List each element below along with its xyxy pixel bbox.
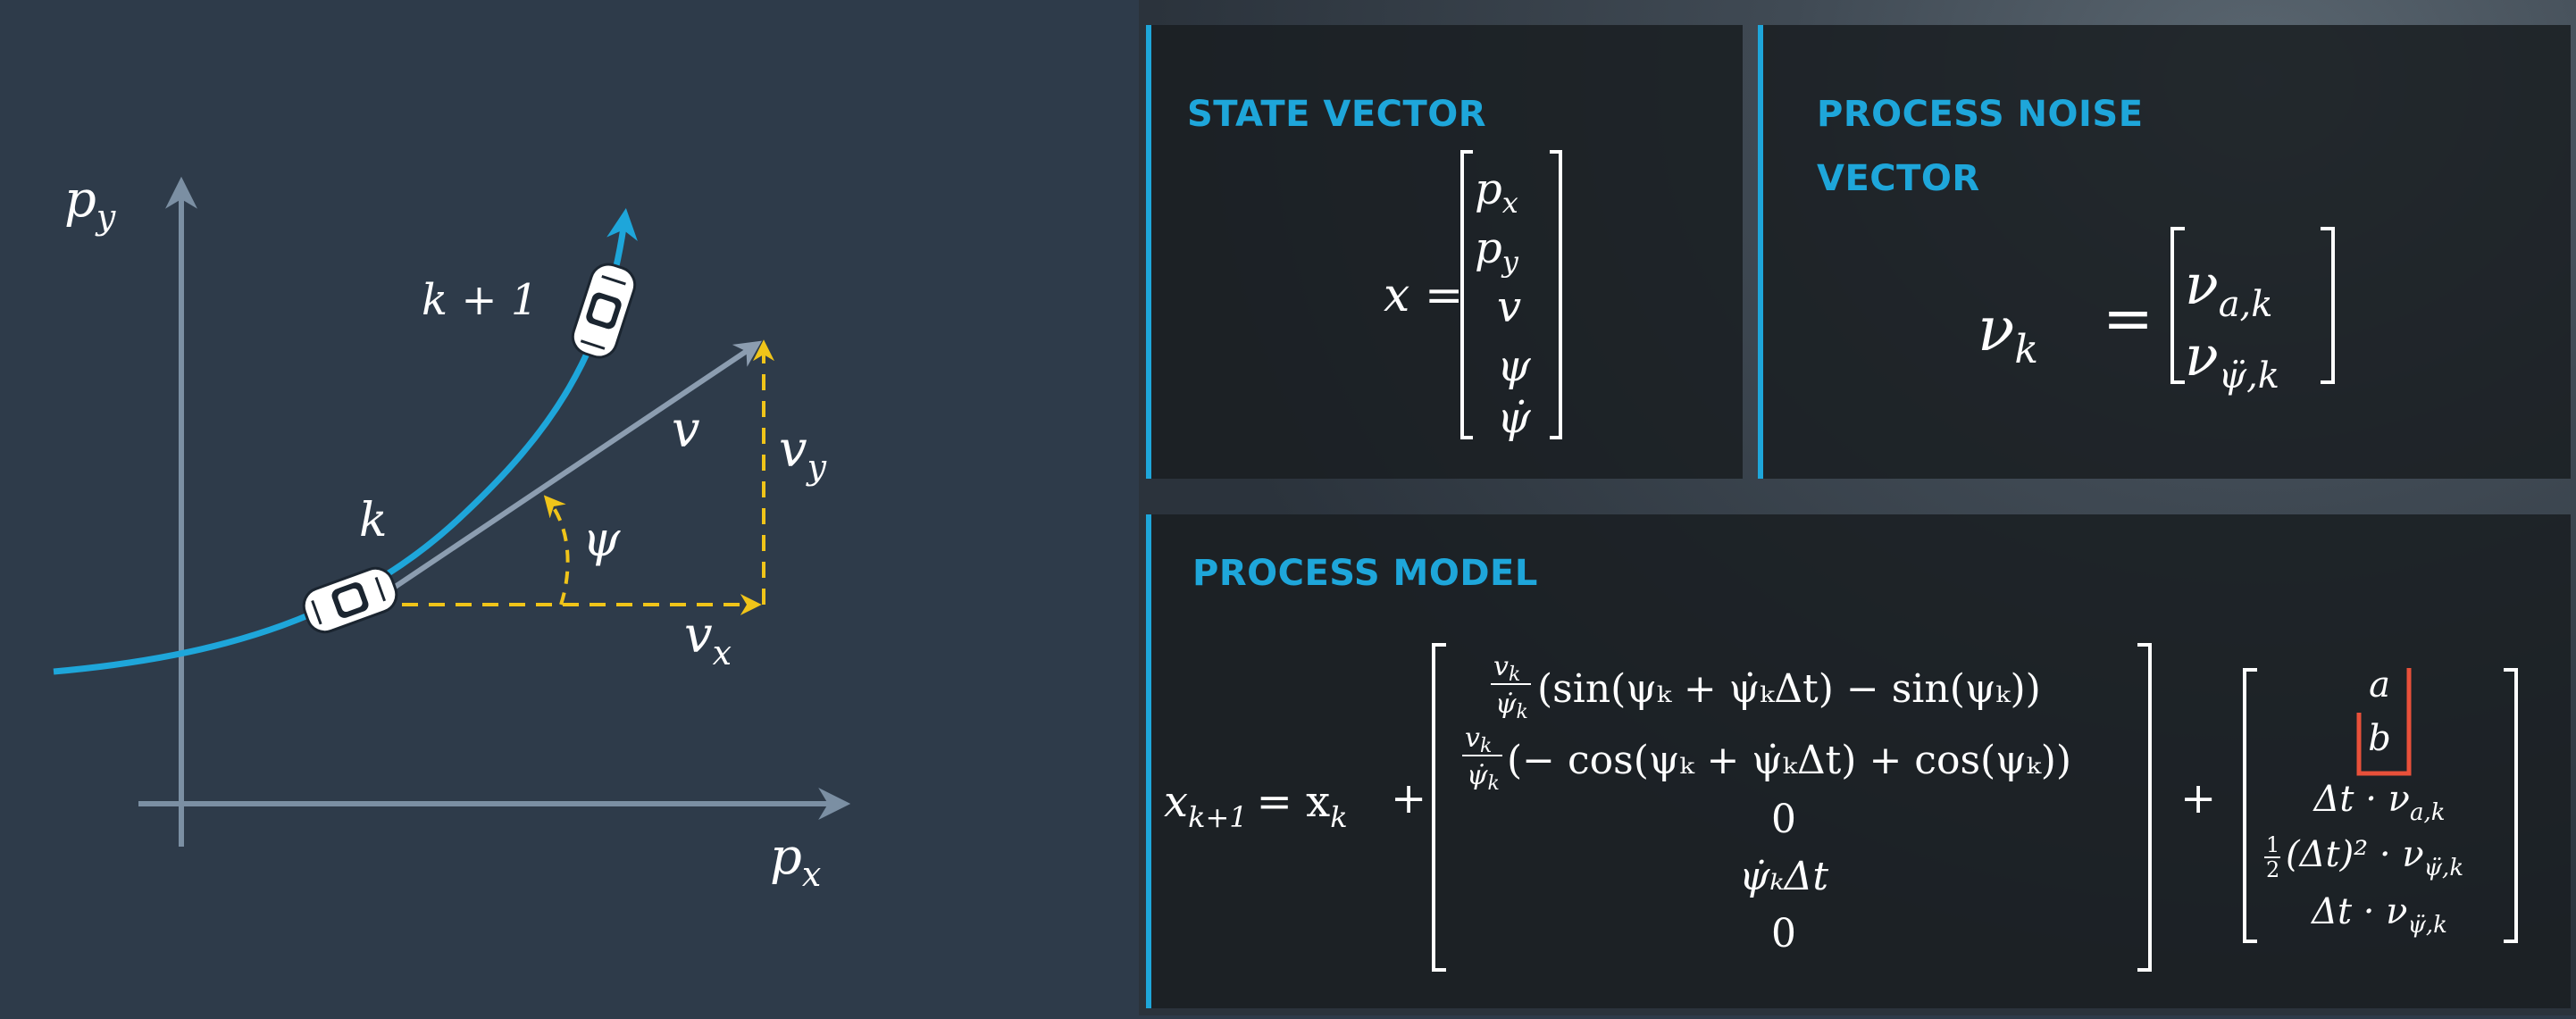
half-denominator: 2	[2266, 857, 2279, 882]
state-entry: v	[1497, 282, 1521, 332]
card-title: STATE VECTOR	[1187, 94, 1487, 135]
state-vector-equation: x = px py v ψ ψ̇	[1384, 150, 1562, 443]
card-title-line1: PROCESS NOISE	[1817, 94, 2144, 135]
fraction-denominator: ψ̇k	[1467, 760, 1500, 795]
state-entry: py	[1475, 223, 1519, 279]
model-row-4: ψ̇ₖΔt	[1739, 854, 1828, 899]
card-title: PROCESS MODEL	[1192, 553, 1538, 594]
fraction-numerator: vk	[1465, 722, 1492, 757]
state-entry: px	[1475, 164, 1518, 220]
state-vector-card: STATE VECTOR x = px py v ψ ψ̇	[1146, 25, 1743, 479]
noise-row-4: (Δt)² · νψ̈,k	[2286, 834, 2463, 881]
noise-term-b: b	[2368, 718, 2391, 759]
noise-row-5: Δt · νψ̈,k	[2310, 891, 2447, 939]
fraction-denominator: ψ̇k	[1495, 689, 1528, 723]
velocity-vector	[373, 340, 762, 603]
model-row-2: (− cos(ψₖ + ψ̇ₖΔt) + cos(ψₖ))	[1507, 738, 2071, 783]
model-lhs: xk+1= xk	[1164, 777, 1348, 834]
model-row-3: 0	[1771, 797, 1796, 842]
matrix-bracket-left	[1432, 643, 1446, 972]
velocity-label: v	[672, 401, 700, 459]
vy-label: vy	[779, 421, 827, 487]
state-vector-lhs: x =	[1384, 269, 1463, 322]
x-axis-label: px	[770, 828, 821, 894]
equations-panel: STATE VECTOR x = px py v ψ ψ̇ PROCESS NO…	[1139, 0, 2576, 1015]
fraction-numerator: vk	[1493, 651, 1520, 686]
motion-diagram: py px k + 1 k v vy vx ψ	[53, 171, 851, 894]
card-title-line2: VECTOR	[1817, 158, 1980, 199]
vx-label: vx	[684, 606, 732, 672]
y-axis-label: py	[64, 171, 116, 237]
state-entry: ψ	[1497, 341, 1532, 391]
noise-row-3: Δt · νa,k	[2313, 779, 2446, 826]
k-label: k	[359, 494, 388, 547]
highlight-box	[2356, 668, 2412, 776]
plus-sign: +	[2180, 773, 2216, 823]
matrix-bracket-left	[2243, 668, 2257, 943]
matrix-bracket-left	[1460, 150, 1473, 439]
process-noise-card: PROCESS NOISE VECTOR νk = νa,k νψ̈,k	[1758, 25, 2571, 479]
matrix-bracket-left	[2170, 227, 2185, 384]
car-icon-next	[571, 263, 637, 359]
model-row-1: (sin(ψₖ + ψ̇ₖΔt) − sin(ψₖ))	[1537, 666, 2041, 712]
state-entry: ψ̇	[1497, 393, 1532, 443]
process-model-card: PROCESS MODEL xk+1= xk + vk ψ̇k (sin(ψₖ …	[1146, 514, 2571, 1008]
yaw-angle-arc	[543, 495, 570, 606]
matrix-bracket-right	[1550, 150, 1562, 439]
noise-lhs: νk	[1978, 295, 2038, 372]
matrix-bracket-right	[2504, 668, 2518, 943]
plus-sign: +	[1391, 773, 1426, 823]
process-noise-equation: νk = νa,k νψ̈,k	[1978, 227, 2335, 397]
car-icon	[302, 566, 398, 634]
psi-label: ψ	[582, 511, 621, 567]
noise-equals: =	[2103, 284, 2154, 355]
half-numerator: 1	[2266, 832, 2279, 857]
model-row-5: 0	[1771, 911, 1796, 956]
noise-entry: νa,k	[2185, 252, 2273, 325]
k-next-label: k + 1	[422, 275, 538, 325]
matrix-bracket-right	[2321, 227, 2335, 384]
process-model-equation: xk+1= xk + vk ψ̇k (sin(ψₖ + ψ̇ₖΔt) − sin…	[1164, 643, 2518, 972]
noise-entry: νψ̈,k	[2185, 323, 2279, 397]
matrix-bracket-right	[2137, 643, 2152, 972]
noise-term-a: a	[2369, 664, 2390, 706]
motion-diagram-panel: py px k + 1 k v vy vx ψ	[0, 0, 1139, 1015]
